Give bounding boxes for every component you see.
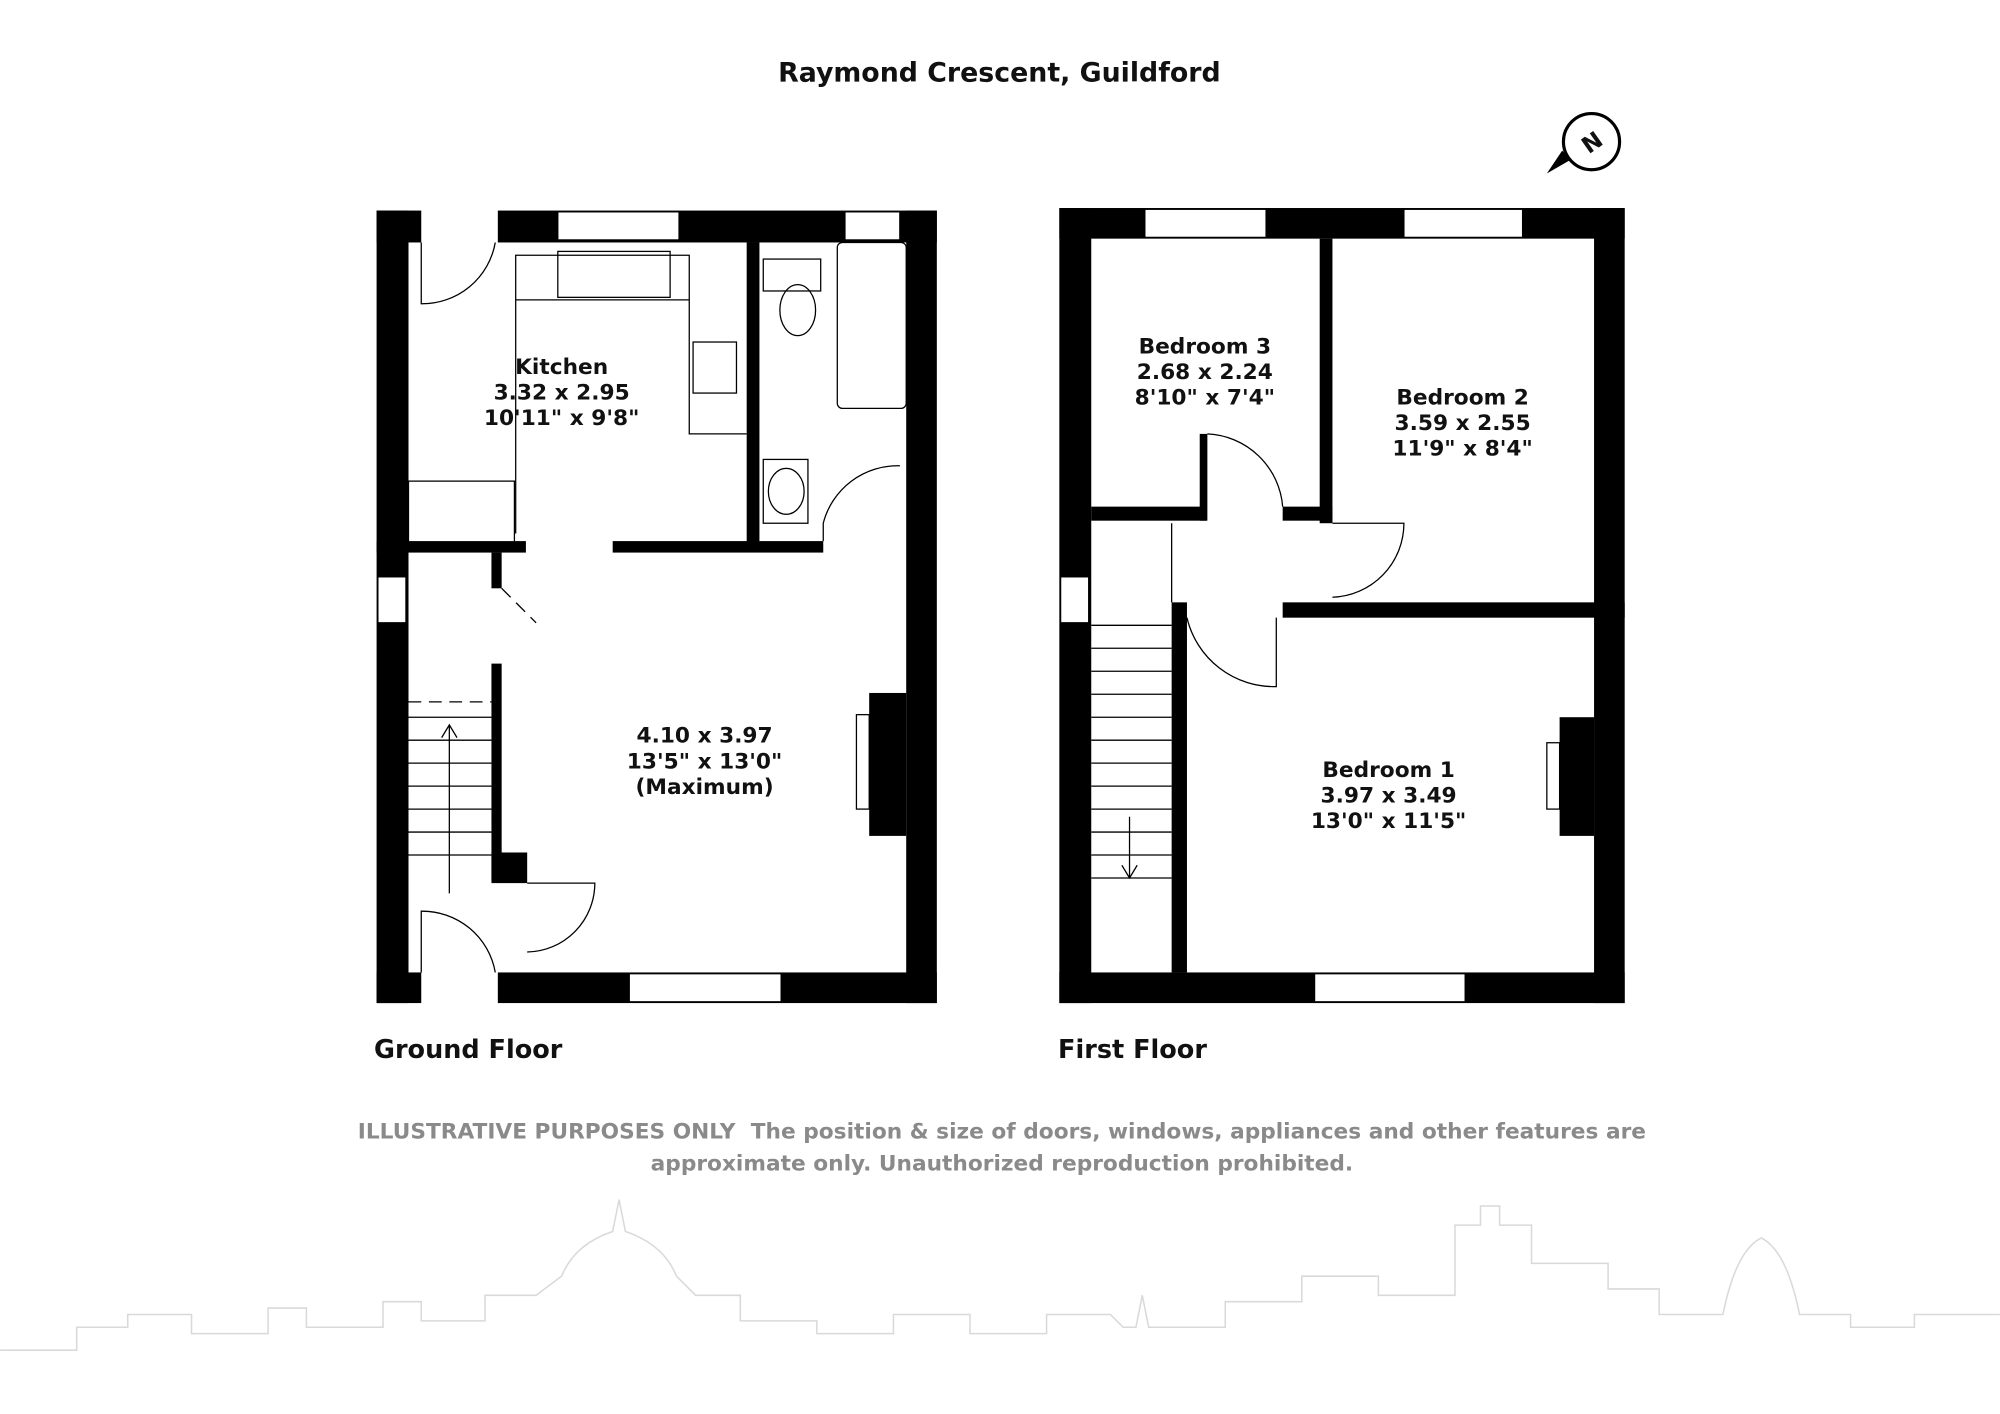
ground-floor-plan: Kitchen 3.32 x 2.95 10'11" x 9'8" 4.10 x…: [376, 210, 937, 1004]
window: [377, 576, 407, 624]
svg-text:10'11" x 9'8": 10'11" x 9'8": [484, 406, 640, 431]
svg-text:3.32 x 2.95: 3.32 x 2.95: [494, 380, 630, 405]
window: [557, 211, 680, 241]
window: [1403, 208, 1524, 239]
svg-text:11'9" x 8'4": 11'9" x 8'4": [1392, 437, 1532, 462]
ground-floor-label: Ground Floor: [374, 1035, 563, 1065]
svg-text:3.97 x 3.49: 3.97 x 3.49: [1321, 784, 1457, 809]
svg-text:Bedroom 2: Bedroom 2: [1396, 386, 1529, 411]
window: [628, 973, 782, 1003]
page-title: Raymond Crescent, Guildford: [778, 58, 1221, 89]
svg-text:approximate only. Unauthorized: approximate only. Unauthorized reproduct…: [651, 1151, 1353, 1176]
svg-text:N: N: [1577, 127, 1608, 159]
svg-text:4.10 x 3.97: 4.10 x 3.97: [637, 724, 773, 749]
window: [1313, 973, 1466, 1003]
first-floor-label: First Floor: [1058, 1035, 1207, 1065]
svg-text:3.59 x 2.55: 3.59 x 2.55: [1395, 411, 1531, 436]
window: [1144, 208, 1267, 239]
svg-text:Bedroom 3: Bedroom 3: [1139, 335, 1272, 360]
first-floor-plan: Bedroom 3 2.68 x 2.24 8'10" x 7'4" Bedro…: [1059, 208, 1625, 1004]
svg-text:(Maximum): (Maximum): [636, 775, 774, 800]
svg-text:2.68 x 2.24: 2.68 x 2.24: [1137, 360, 1273, 385]
skyline-watermark: [0, 1199, 2000, 1351]
svg-text:13'0" x 11'5": 13'0" x 11'5": [1311, 809, 1467, 834]
window: [844, 211, 901, 241]
compass-north-icon: N: [1546, 111, 1622, 174]
svg-text:8'10" x 7'4": 8'10" x 7'4": [1135, 386, 1275, 411]
svg-text:Bedroom 1: Bedroom 1: [1322, 758, 1455, 783]
svg-text:13'5" x 13'0": 13'5" x 13'0": [627, 749, 783, 774]
window: [1059, 576, 1090, 624]
svg-text:Kitchen: Kitchen: [515, 355, 608, 380]
